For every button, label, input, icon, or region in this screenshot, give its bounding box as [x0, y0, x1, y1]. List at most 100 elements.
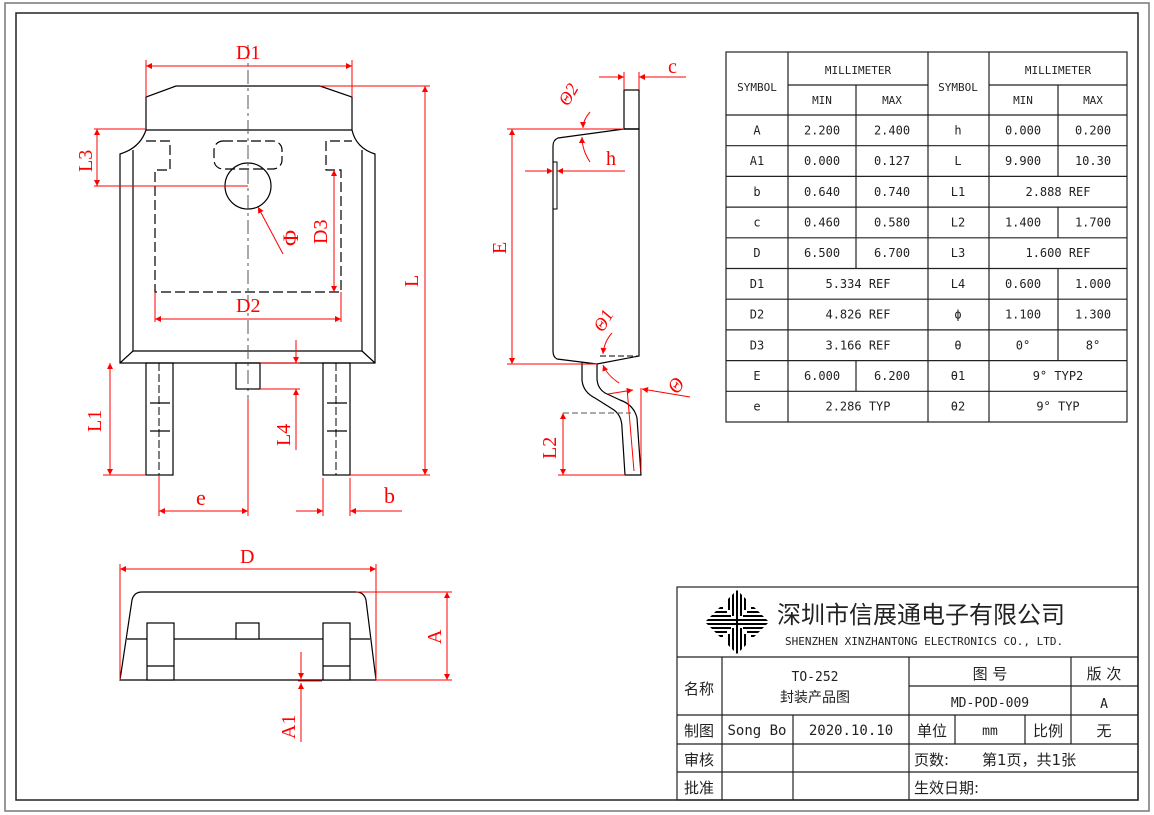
cell-symbol: θ	[954, 338, 961, 352]
drawing-no-value: MD-POD-009	[951, 696, 1029, 711]
title-block	[676, 586, 1139, 801]
cell-span-value: 9° TYP	[1036, 400, 1079, 414]
hidden-slot	[213, 140, 283, 170]
drawn-label: 制图	[684, 722, 714, 740]
label-L: L	[401, 275, 423, 287]
cell-span-value: 4.826 REF	[825, 308, 890, 322]
cell-max: 6.200	[874, 369, 910, 383]
dimension-table	[725, 51, 1128, 423]
package-subtitle: 封装产品图	[780, 690, 850, 706]
side-view-dimensions	[507, 72, 691, 476]
unit-label: 单位	[917, 722, 947, 740]
header-max-right: MAX	[1083, 94, 1103, 107]
cell-symbol: A	[753, 123, 761, 137]
cell-symbol: L4	[951, 277, 965, 291]
cell-symbol: D3	[750, 338, 764, 352]
cell-min: 0.600	[1005, 277, 1041, 291]
name-label: 名称	[684, 680, 714, 698]
label-D1: D1	[236, 42, 260, 64]
cell-span-value: 3.166 REF	[825, 338, 890, 352]
dim-theta	[641, 387, 691, 398]
label-A1: A1	[278, 715, 300, 739]
label-theta1: Θ1	[589, 306, 617, 335]
cell-span-value: 2.286 TYP	[825, 400, 890, 414]
cell-max: 2.400	[874, 123, 910, 137]
tab-outline	[145, 85, 353, 130]
cell-max: 10.30	[1075, 154, 1111, 168]
pages-value: 第1页，共1张	[982, 751, 1076, 769]
cell-span-value: 1.600 REF	[1025, 246, 1090, 260]
lead-center-stub	[235, 362, 261, 390]
top-view	[119, 45, 376, 476]
dimension-table-header: SYMBOL MILLIMETER MIN MAX SYMBOL MILLIME…	[737, 64, 1103, 107]
cell-min: 0.460	[804, 215, 840, 229]
company-name-cn: 深圳市信展通电子有限公司	[777, 601, 1065, 629]
label-L4: L4	[273, 424, 295, 446]
side-view-labels: c h E L2 Θ2 Θ1 Θ	[489, 56, 690, 459]
title-block-text: 深圳市信展通电子有限公司 SHENZHEN XINZHANTONG ELECTR…	[684, 601, 1121, 797]
cell-symbol: e	[753, 400, 760, 414]
cell-symbol: θ2	[951, 400, 965, 414]
header-min-right: MIN	[1013, 94, 1033, 107]
dim-theta1	[602, 364, 620, 384]
cell-min: 0.000	[1005, 123, 1041, 137]
cell-span-value: 2.888 REF	[1025, 185, 1090, 199]
label-D: D	[240, 546, 254, 568]
cell-max: 0.200	[1075, 123, 1111, 137]
label-theta: Θ	[663, 374, 689, 398]
cell-span-value: 9° TYP2	[1033, 369, 1084, 383]
label-A: A	[424, 629, 446, 644]
cell-max: 1.700	[1075, 215, 1111, 229]
front-view-dimensions	[119, 564, 452, 742]
drawing-no-label: 图 号	[973, 665, 1008, 683]
cell-min: 2.200	[804, 123, 840, 137]
company-logo-icon	[705, 590, 769, 654]
top-view-labels: D1 D2 D3 L3 L L1 L4 Φ e b	[75, 42, 423, 510]
front-lead-right	[322, 622, 351, 681]
cell-span-value: 5.334 REF	[825, 277, 890, 291]
dim-phi-leader	[257, 206, 284, 255]
scale-value: 无	[1096, 722, 1111, 740]
label-h: h	[606, 148, 616, 170]
label-e: e	[196, 485, 206, 510]
side-body	[552, 128, 640, 365]
drawn-date: 2020.10.10	[809, 723, 893, 739]
cell-symbol: h	[954, 123, 961, 137]
cell-symbol: θ1	[951, 369, 965, 383]
cell-symbol: L2	[951, 215, 965, 229]
front-tab	[235, 622, 260, 640]
cell-max: 0.127	[874, 154, 910, 168]
header-symbol-left: SYMBOL	[737, 81, 777, 94]
cell-symbol: D2	[750, 308, 764, 322]
cell-symbol: D1	[750, 277, 764, 291]
side-tab	[623, 89, 640, 130]
check-label: 审核	[684, 751, 714, 769]
label-D2: D2	[236, 295, 260, 317]
header-min-left: MIN	[812, 94, 832, 107]
label-L1: L1	[84, 410, 106, 432]
cell-symbol: b	[753, 185, 760, 199]
cell-min: 1.100	[1005, 308, 1041, 322]
dim-theta2	[579, 136, 591, 163]
side-view	[552, 89, 642, 476]
unit-value: mm	[982, 724, 998, 739]
hidden-pad-outline	[146, 140, 352, 293]
label-b: b	[384, 483, 395, 508]
cell-min: 0.000	[804, 154, 840, 168]
pages-label: 页数:	[914, 751, 949, 769]
cell-min: 0.640	[804, 185, 840, 199]
cell-symbol: L3	[951, 246, 965, 260]
inner-frame	[15, 12, 1139, 801]
header-max-left: MAX	[882, 94, 902, 107]
cell-symbol: L	[954, 154, 961, 168]
top-view-dimensions	[94, 60, 430, 516]
cell-min: 9.900	[1005, 154, 1041, 168]
revision-value: A	[1100, 697, 1108, 712]
side-lead	[581, 362, 642, 476]
label-c: c	[668, 56, 677, 78]
header-unit-right: MILLIMETER	[1025, 64, 1092, 77]
cell-symbol: L1	[951, 185, 965, 199]
company-name-en: SHENZHEN XINZHANTONG ELECTRONICS CO., LT…	[785, 635, 1063, 648]
